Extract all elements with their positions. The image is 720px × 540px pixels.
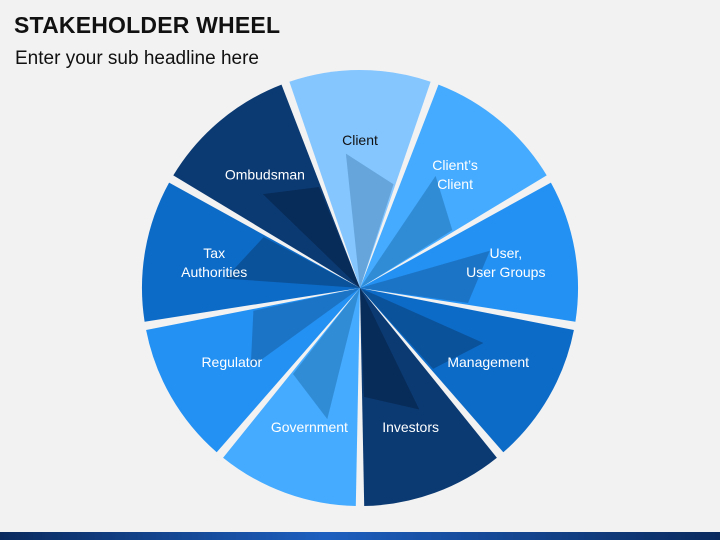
wheel-segment-4 <box>360 288 497 506</box>
segment-fold-shade <box>360 288 484 369</box>
page-title: STAKEHOLDER WHEEL <box>14 12 281 38</box>
segment-label-2: User, User Groups <box>466 245 545 280</box>
segment-fold-shade <box>360 175 453 288</box>
segment-label-0: Client <box>342 132 378 148</box>
segment-label-line: Client <box>437 176 473 192</box>
segment-label-line: Regulator <box>201 354 262 370</box>
segment-wedge <box>146 288 360 453</box>
segment-label-line: Authorities <box>181 264 247 280</box>
wheel-segment-0 <box>289 70 431 288</box>
wheel-segment-1 <box>360 84 547 288</box>
segment-fold-shade <box>360 288 420 410</box>
segment-label-line: User, <box>489 245 522 261</box>
segment-label-5: Government <box>271 419 348 435</box>
segment-label-3: Management <box>447 354 529 370</box>
segment-label-line: Client’s <box>432 157 478 173</box>
segment-label-line: Tax <box>203 245 225 261</box>
segment-label-4: Investors <box>382 419 439 435</box>
segment-label-6: Regulator <box>201 354 262 370</box>
wheel-segment-2 <box>360 182 579 322</box>
segment-fold-shade <box>345 153 394 288</box>
bottom-accent-bar <box>0 532 720 540</box>
wheel-segment-7 <box>141 182 360 322</box>
page-subtitle: Enter your sub headline here <box>15 48 259 69</box>
segment-wedge <box>360 288 497 506</box>
segment-label-line: Ombudsman <box>225 167 305 183</box>
segment-label-line: Investors <box>382 419 439 435</box>
wheel-segment-6 <box>146 288 360 453</box>
wheel-segment-5 <box>223 288 360 506</box>
segment-fold-shade <box>225 237 360 288</box>
segment-label-line: Client <box>342 132 378 148</box>
segment-label-line: Government <box>271 419 348 435</box>
segment-fold-shade <box>250 288 360 368</box>
segment-label-8: Ombudsman <box>225 167 305 183</box>
segment-label-line: User Groups <box>466 264 545 280</box>
segment-fold-shade <box>262 187 360 288</box>
wheel-segment-3 <box>360 288 574 453</box>
segment-fold-shade <box>360 250 490 303</box>
wheel-segment-8 <box>173 84 360 288</box>
segment-fold-shade <box>293 288 360 420</box>
segment-label-line: Management <box>447 354 529 370</box>
